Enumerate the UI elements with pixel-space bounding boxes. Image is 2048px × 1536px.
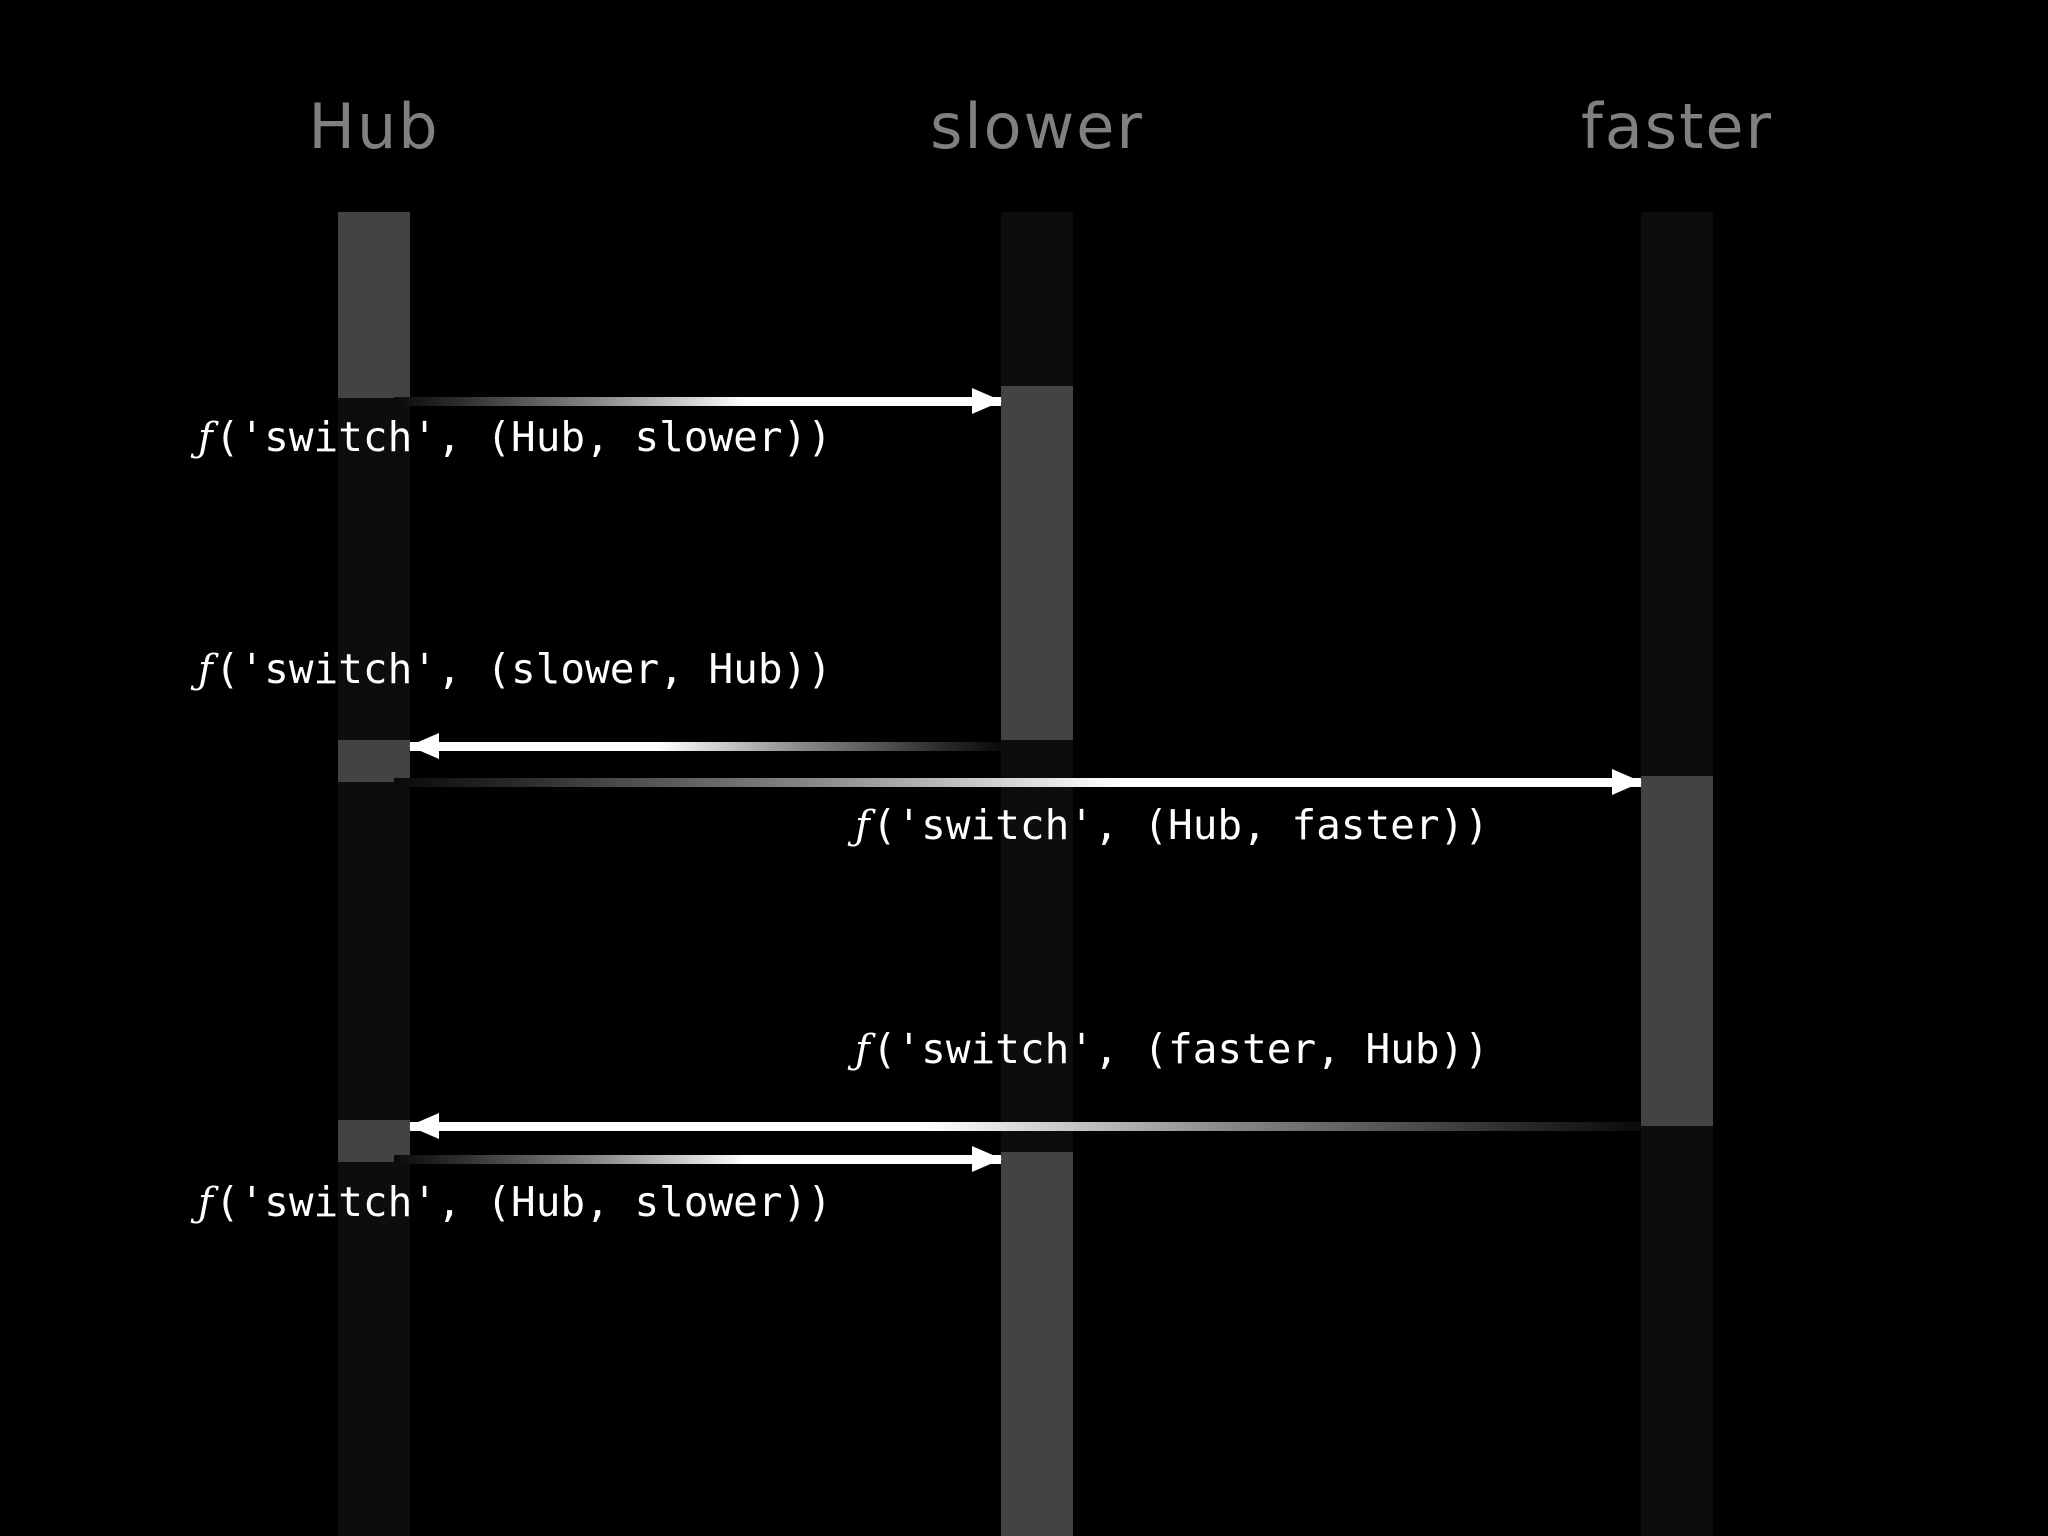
message-call-text: ('switch', (slower, Hub)) (214, 645, 832, 693)
message-arrow-5[interactable] (394, 1146, 1002, 1172)
activation-bar-faster (1641, 776, 1713, 1126)
participant-header-faster[interactable]: faster (1580, 90, 1774, 163)
function-symbol: ƒ (198, 415, 213, 461)
message-call-text: ('switch', (Hub, faster)) (871, 801, 1489, 849)
activation-bar-slower (1001, 1152, 1073, 1536)
participant-header-Hub[interactable]: Hub (308, 90, 440, 163)
arrow-head-icon (409, 1113, 439, 1139)
function-symbol: ƒ (198, 647, 213, 693)
message-label-2: ƒ('switch', (slower, Hub)) (198, 647, 832, 693)
lifeline-Hub (338, 212, 410, 1536)
activation-bar-slower (1001, 386, 1073, 740)
arrow-head-icon (972, 388, 1002, 414)
function-symbol: ƒ (198, 1180, 213, 1226)
message-call-text: ('switch', (Hub, slower)) (214, 413, 832, 461)
arrow-head-icon (409, 733, 439, 759)
activation-bar-Hub (338, 740, 410, 782)
message-label-1: ƒ('switch', (Hub, slower)) (198, 415, 832, 461)
message-call-text: ('switch', (Hub, slower)) (214, 1178, 832, 1226)
message-arrow-4[interactable] (409, 1113, 1641, 1139)
function-symbol: ƒ (855, 1027, 870, 1073)
message-label-4: ƒ('switch', (faster, Hub)) (855, 1027, 1489, 1073)
message-arrow-2[interactable] (409, 733, 1001, 759)
participant-header-slower[interactable]: slower (930, 90, 1144, 163)
arrow-head-icon (1612, 769, 1642, 795)
arrow-shaft (410, 742, 1001, 751)
message-call-text: ('switch', (faster, Hub)) (871, 1025, 1489, 1073)
message-arrow-3[interactable] (394, 769, 1642, 795)
arrow-shaft (394, 397, 1001, 406)
activation-bar-Hub (338, 212, 410, 398)
arrow-shaft (410, 1122, 1641, 1131)
arrow-head-icon (972, 1146, 1002, 1172)
arrow-shaft (394, 1155, 1001, 1164)
message-label-5: ƒ('switch', (Hub, slower)) (198, 1180, 832, 1226)
message-label-3: ƒ('switch', (Hub, faster)) (855, 803, 1489, 849)
arrow-shaft (394, 778, 1641, 787)
message-arrow-1[interactable] (394, 388, 1002, 414)
function-symbol: ƒ (855, 803, 870, 849)
